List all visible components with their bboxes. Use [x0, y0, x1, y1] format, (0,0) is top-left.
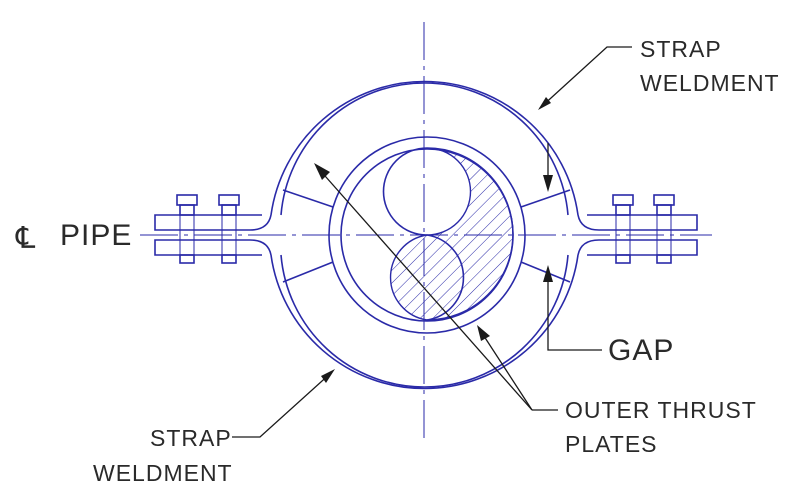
label-outer-thrust-1: OUTER THRUST [565, 397, 757, 423]
label-outer-thrust-2: PLATES [565, 431, 658, 457]
gap-leader-lower [547, 270, 602, 351]
bottom-strap-weldment-leader [232, 371, 333, 438]
label-strap-weldment-top-1: STRAP [640, 36, 722, 62]
label-strap-weldment-bottom-2: WELDMENT [93, 460, 233, 486]
pipe-s-curve [382, 147, 465, 321]
right-bolt-1 [612, 194, 634, 264]
pipe-hatched-section [389, 147, 514, 321]
left-bolt-1 [176, 194, 198, 264]
left-bolt-2 [218, 194, 240, 264]
outer-strap-ring [270, 80, 579, 216]
outer-thrust-arrow-2 [477, 325, 490, 341]
label-strap-weldment-top-2: WELDMENT [640, 70, 780, 96]
label-pipe: PIPE [60, 219, 132, 252]
outer-thrust-arrow-1 [314, 163, 330, 180]
outer-thrust-plate-ring [328, 136, 526, 334]
top-strap-weldment-leader [539, 46, 632, 109]
outer-thrust-leader-2 [479, 329, 533, 411]
bottom-strap-weldment-arrow [321, 369, 335, 383]
left-upper-wedge [282, 189, 334, 208]
left-upper-ear [154, 214, 272, 231]
left-lower-wedge [282, 261, 334, 283]
top-strap-weldment-arrow [538, 97, 551, 110]
right-lower-wedge [520, 261, 571, 283]
label-gap: GAP [608, 334, 674, 367]
right-bolt-2 [653, 194, 675, 264]
right-upper-wedge [520, 189, 571, 208]
right-upper-ear [577, 214, 698, 231]
outer-thrust-leader-1 [317, 167, 533, 411]
left-lower-ear [154, 239, 272, 256]
outer-strap-ring-lower [270, 254, 579, 390]
right-lower-ear [577, 239, 698, 256]
gap-arrow-upper [543, 175, 553, 192]
centerline-symbol: ℄ [15, 222, 36, 255]
label-strap-weldment-bottom-1: STRAP [150, 425, 232, 451]
gap-arrow-lower [543, 265, 553, 282]
